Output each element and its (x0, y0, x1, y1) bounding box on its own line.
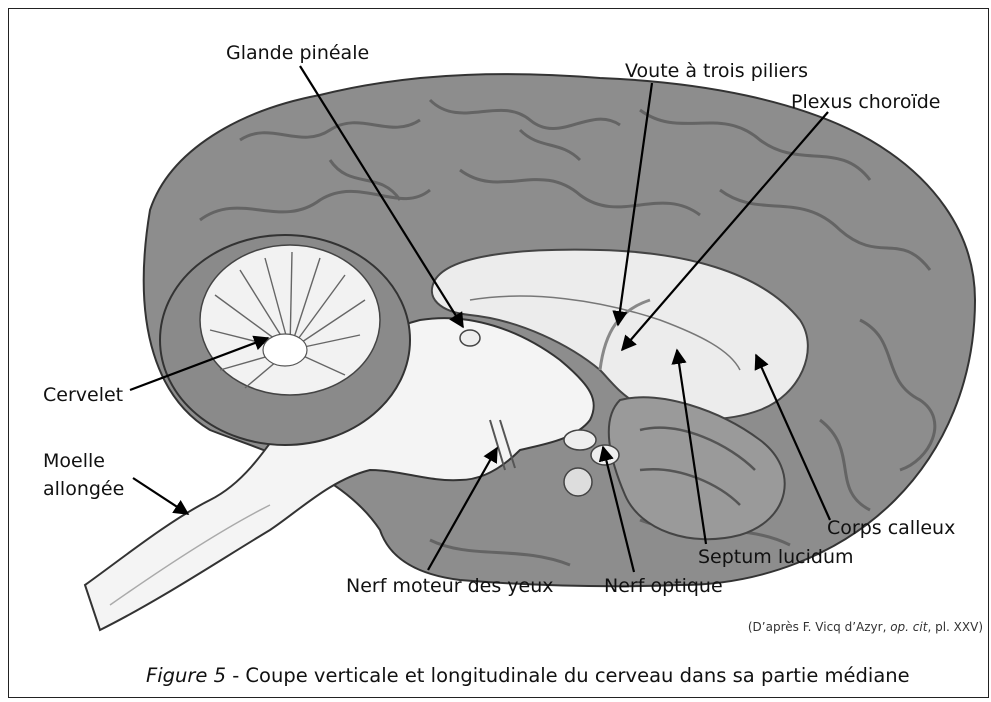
label-glande-pineale: Glande pinéale (226, 42, 369, 65)
cerebellum (160, 235, 410, 445)
label-nerf-optique: Nerf optique (604, 575, 723, 598)
caption-text: - Coupe verticale et longitudinale du ce… (226, 664, 910, 687)
label-voute: Voute à trois piliers (625, 60, 808, 83)
label-moelle-line1: Moelle (43, 450, 105, 473)
label-nerf-moteur: Nerf moteur des yeux (346, 575, 554, 598)
label-moelle-line2: allongée (43, 478, 124, 501)
arrow-moelle (133, 478, 188, 514)
label-corps-calleux: Corps calleux (827, 517, 955, 540)
label-septum: Septum lucidum (698, 546, 854, 569)
image-credit: (D’après F. Vicq d’Azyr, op. cit, pl. XX… (748, 620, 983, 634)
figure-caption: Figure 5 - Coupe verticale et longitudin… (146, 664, 910, 687)
figure-number: Figure 5 (146, 664, 226, 687)
label-plexus: Plexus choroïde (791, 91, 940, 114)
label-cervelet: Cervelet (43, 384, 123, 407)
pineal-gland (460, 330, 480, 346)
